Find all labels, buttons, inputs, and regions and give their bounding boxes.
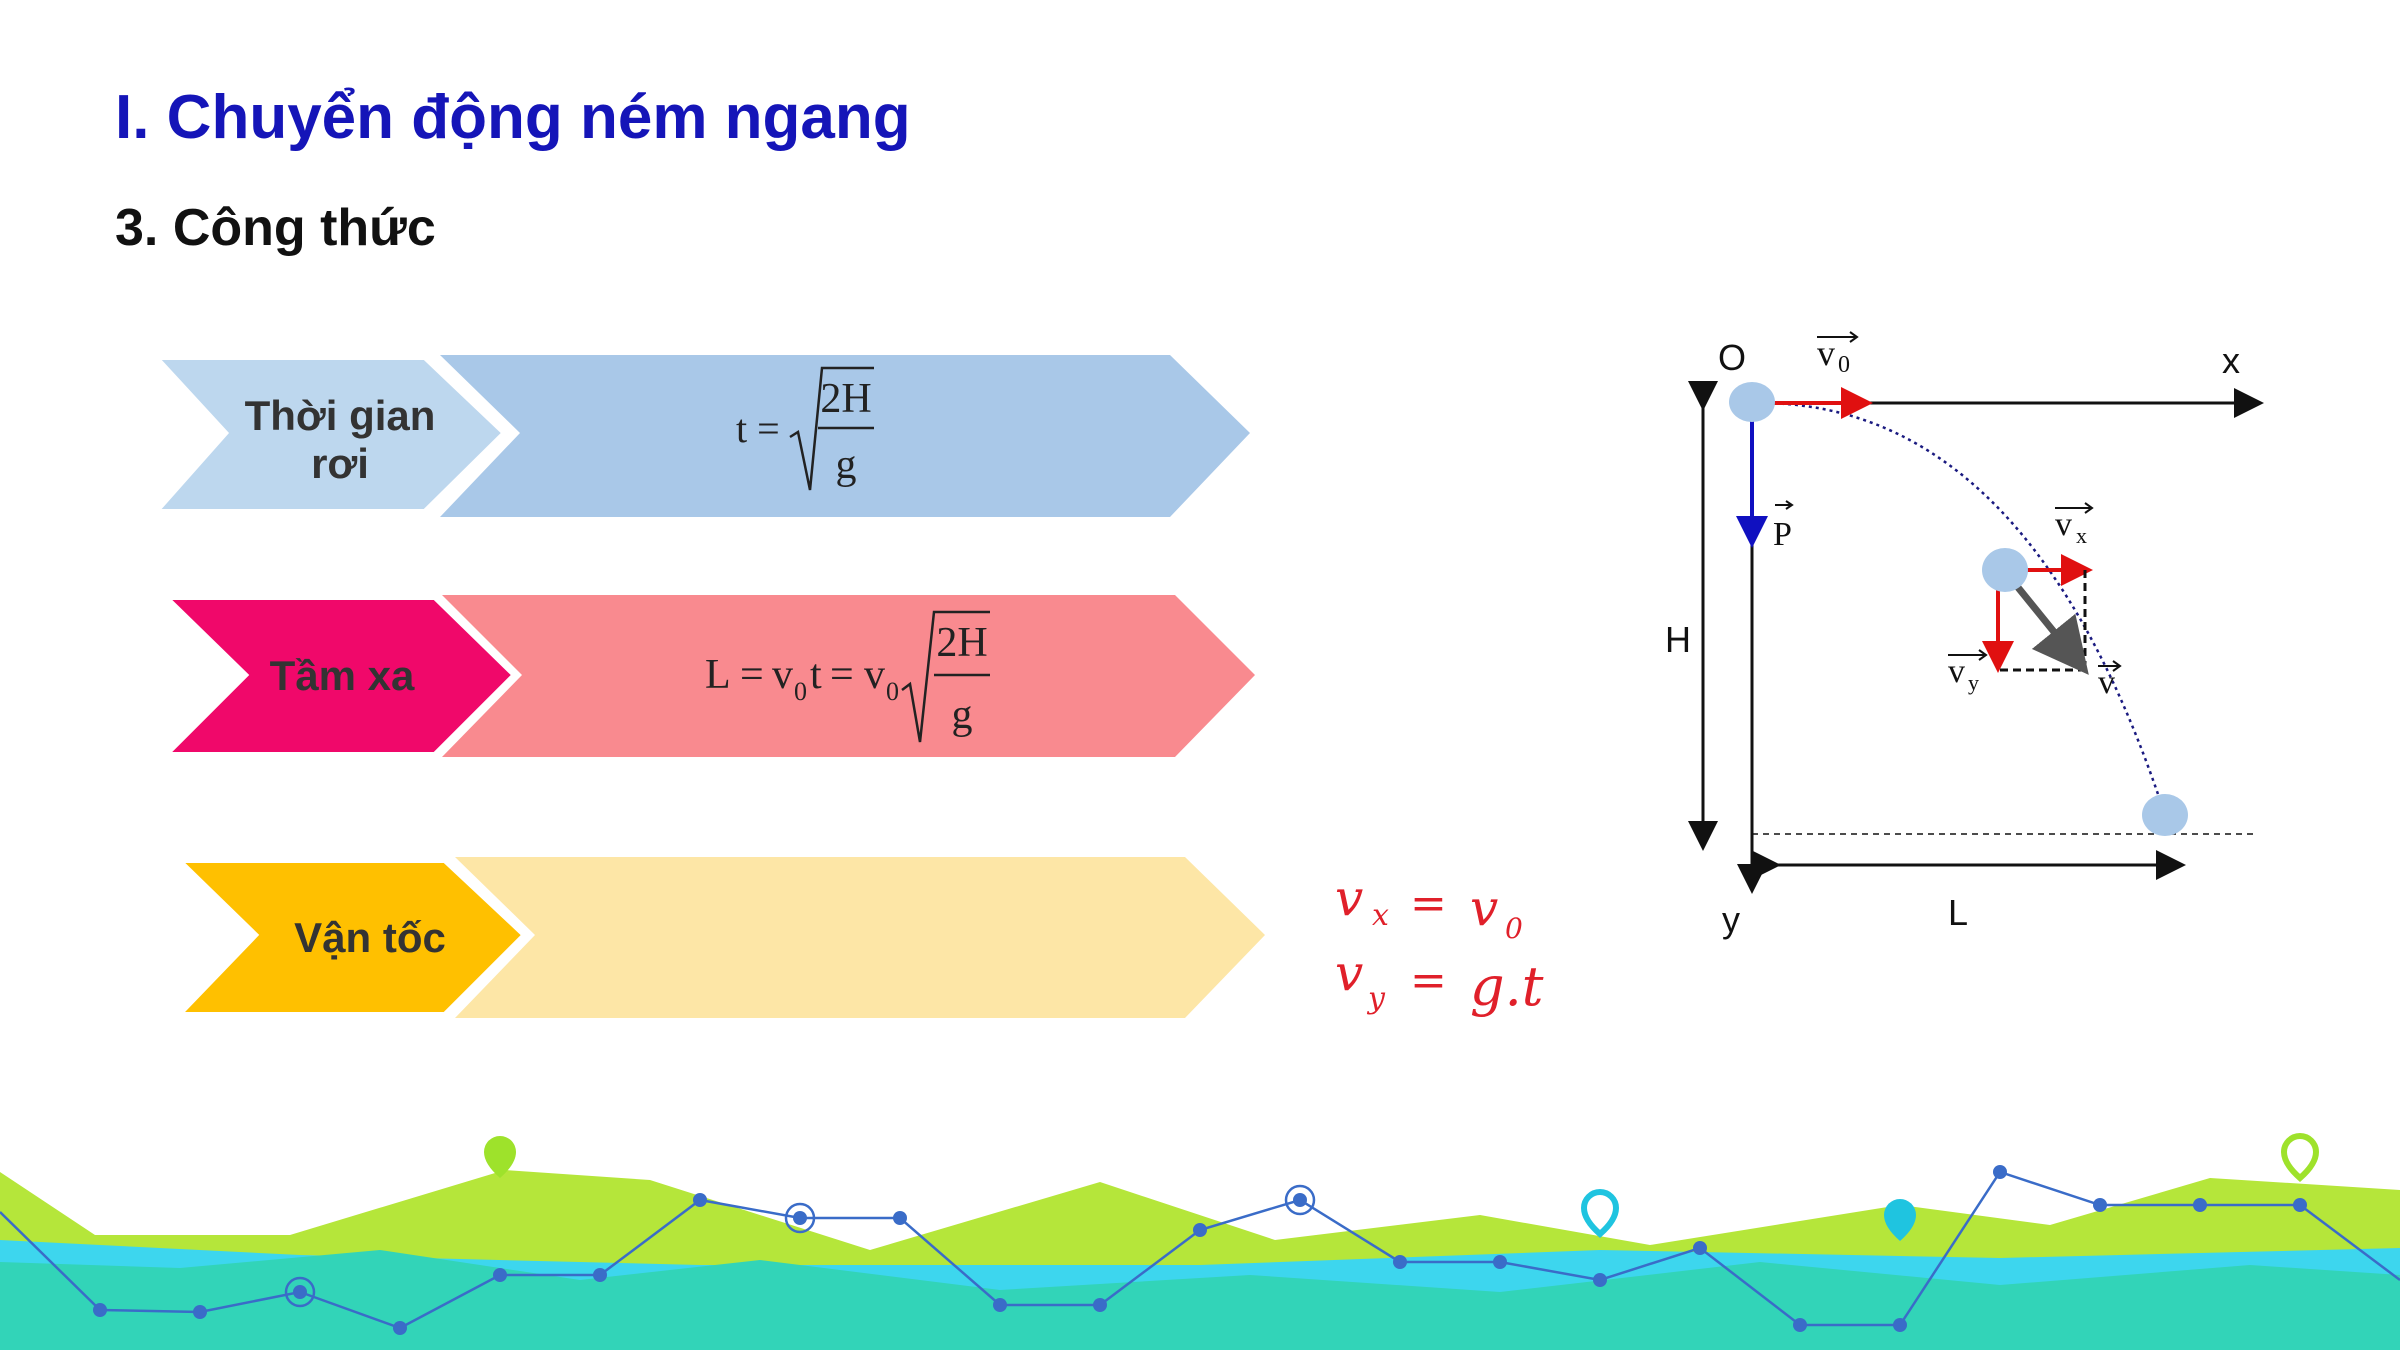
- sqrt-sign: [901, 610, 990, 743]
- range-label: L: [1948, 892, 1968, 933]
- svg-text:v: v: [864, 652, 885, 698]
- row-velocity-tag: [170, 857, 530, 1018]
- formula-fall-time: t = 2H g: [736, 366, 874, 491]
- hand-vy: v: [1335, 944, 1363, 1002]
- hand-v0: v: [1470, 879, 1498, 937]
- trajectory: [1759, 401, 2167, 816]
- row-range-tag: [157, 594, 520, 758]
- v-label: v: [2098, 664, 2115, 701]
- formula-range: L = v 0 t = v 0 2H g: [705, 610, 990, 743]
- svg-text:=: =: [1410, 878, 1447, 929]
- sqrt-sign: [789, 366, 874, 491]
- svg-text:0: 0: [886, 677, 899, 706]
- hand-vx: v: [1335, 869, 1363, 927]
- x-axis-label: x: [2222, 340, 2240, 381]
- svg-text:x: x: [2076, 523, 2087, 548]
- svg-text:t =: t =: [736, 406, 780, 451]
- height-label: H: [1665, 619, 1691, 660]
- svg-text:=: =: [740, 652, 764, 698]
- svg-text:t: t: [810, 652, 822, 698]
- row-fall-time-tag: [148, 354, 510, 515]
- hand-gt: g.t: [1470, 955, 1544, 1018]
- ball-start: [1729, 382, 1775, 422]
- svg-text:g: g: [952, 692, 973, 738]
- p-label: P: [1773, 516, 1792, 553]
- row-fall-time-label-line1: Thời gian: [245, 392, 436, 439]
- row-velocity: Vận tốc: [170, 857, 1265, 1018]
- vx-label: v: [2055, 506, 2072, 543]
- svg-text:0: 0: [794, 677, 807, 706]
- svg-text:=: =: [1410, 955, 1447, 1006]
- ball-mid: [1982, 548, 2028, 592]
- ball-end: [2142, 794, 2188, 836]
- row-velocity-body: [455, 857, 1265, 1018]
- row-fall-time-body: [440, 355, 1250, 517]
- v-vector: [2009, 577, 2089, 675]
- map-pin-icon: [484, 1133, 2320, 1241]
- row-velocity-label: Vận tốc: [294, 914, 446, 961]
- row-fall-time: Thời gian rơi t = 2H g: [148, 354, 1250, 517]
- svg-text:=: =: [830, 652, 854, 698]
- svg-text:0: 0: [1505, 912, 1523, 945]
- page-title: I. Chuyển động ném ngang: [115, 83, 911, 152]
- v0-label: v: [1817, 333, 1835, 373]
- svg-text:g: g: [836, 442, 857, 488]
- y-axis-label: y: [1722, 899, 1740, 940]
- svg-text:x: x: [1372, 898, 1389, 933]
- vy-label: v: [1948, 653, 1965, 690]
- svg-text:y: y: [1968, 670, 1979, 695]
- section-subtitle: 3. Công thức: [115, 199, 436, 257]
- svg-text:y: y: [1366, 981, 1386, 1016]
- svg-text:0: 0: [1838, 352, 1850, 378]
- svg-text:L: L: [705, 652, 731, 698]
- row-range: Tầm xa L = v 0 t = v 0 2H g: [157, 594, 1255, 758]
- origin-label: O: [1718, 337, 1746, 378]
- svg-text:v: v: [772, 652, 793, 698]
- footer-graph-points: [93, 1165, 2307, 1335]
- row-range-body: [442, 595, 1255, 757]
- svg-text:2H: 2H: [936, 620, 987, 666]
- svg-text:2H: 2H: [820, 376, 871, 422]
- row-fall-time-label-line2: rơi: [311, 440, 369, 487]
- row-range-label: Tầm xa: [270, 652, 415, 699]
